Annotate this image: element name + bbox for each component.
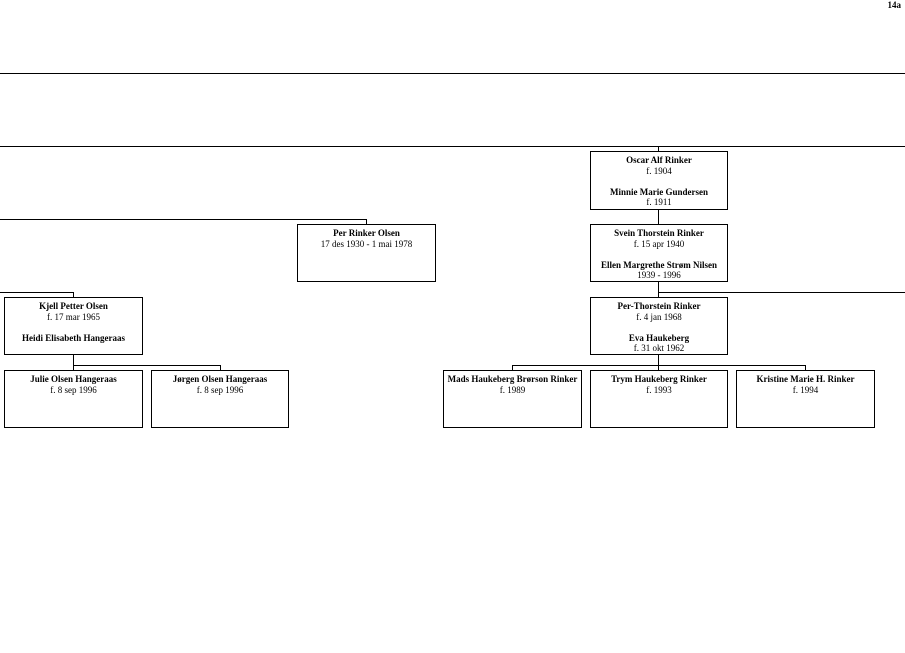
connector-line bbox=[658, 146, 659, 152]
connector-line bbox=[805, 365, 806, 371]
person-name: Jørgen Olsen Hangeraas bbox=[172, 374, 268, 384]
connector-line bbox=[658, 281, 659, 298]
header-rule-top bbox=[0, 73, 905, 74]
connector-line bbox=[658, 354, 659, 371]
connector-line bbox=[220, 365, 221, 371]
person-name: Svein Thorstein Rinker bbox=[614, 228, 704, 238]
person-name: Mads Haukeberg Brørson Rinker bbox=[447, 374, 578, 384]
spouse-name: Ellen Margrethe Strøm Nilsen bbox=[600, 259, 718, 270]
person-dates: 17 des 1930 - 1 mai 1978 bbox=[320, 238, 413, 249]
page-number: 14a bbox=[887, 0, 902, 10]
person-box-mads-haukeberg-brorson-rinker[interactable]: Mads Haukeberg Brørson Rinker f. 1989 bbox=[443, 370, 582, 428]
person-dates: f. 4 jan 1968 bbox=[636, 311, 682, 322]
person-name: Per-Thorstein Rinker bbox=[617, 301, 701, 311]
spouse-name: Eva Haukeberg bbox=[628, 332, 690, 343]
person-name: Kjell Petter Olsen bbox=[39, 301, 108, 311]
spouse-name: Heidi Elisabeth Hangeraas bbox=[21, 332, 125, 343]
person-box-oscar-alf-rinker[interactable]: Oscar Alf Rinker f. 1904 Minnie Marie Gu… bbox=[590, 151, 728, 210]
person-dates: f. 1989 bbox=[499, 384, 526, 395]
connector-line bbox=[0, 292, 74, 293]
spouse-dates: 1939 - 1996 bbox=[637, 270, 681, 280]
person-dates: f. 1993 bbox=[646, 384, 672, 395]
connector-line bbox=[658, 292, 905, 293]
connector-line bbox=[366, 219, 367, 225]
person-box-jorgen-olsen-hangeraas[interactable]: Jørgen Olsen Hangeraas f. 8 sep 1996 bbox=[151, 370, 289, 428]
person-name: Kristine Marie H. Rinker bbox=[756, 374, 855, 384]
header-rule-bottom bbox=[0, 146, 905, 147]
person-box-julie-olsen-hangeraas[interactable]: Julie Olsen Hangeraas f. 8 sep 1996 bbox=[4, 370, 143, 428]
person-box-per-thorstein-rinker[interactable]: Per-Thorstein Rinker f. 4 jan 1968 Eva H… bbox=[590, 297, 728, 355]
connector-line bbox=[512, 365, 806, 366]
connector-line bbox=[0, 219, 367, 220]
person-dates: f. 1904 bbox=[646, 165, 672, 176]
person-box-kjell-petter-olsen[interactable]: Kjell Petter Olsen f. 17 mar 1965 Heidi … bbox=[4, 297, 143, 355]
connector-line bbox=[658, 209, 659, 225]
person-box-per-rinker-olsen[interactable]: Per Rinker Olsen 17 des 1930 - 1 mai 197… bbox=[297, 224, 436, 282]
connector-line bbox=[73, 354, 74, 371]
person-name: Per Rinker Olsen bbox=[333, 228, 400, 238]
person-name: Julie Olsen Hangeraas bbox=[30, 374, 117, 384]
person-box-kristine-marie-h-rinker[interactable]: Kristine Marie H. Rinker f. 1994 bbox=[736, 370, 875, 428]
person-box-svein-thorstein-rinker[interactable]: Svein Thorstein Rinker f. 15 apr 1940 El… bbox=[590, 224, 728, 282]
spouse-dates: f. 31 okt 1962 bbox=[633, 343, 685, 353]
person-dates: f. 1994 bbox=[792, 384, 819, 395]
person-dates: f. 8 sep 1996 bbox=[196, 384, 244, 395]
person-name: Oscar Alf Rinker bbox=[626, 155, 692, 165]
connector-line bbox=[73, 365, 221, 366]
person-name: Trym Haukeberg Rinker bbox=[611, 374, 707, 384]
connector-line bbox=[73, 292, 74, 298]
person-box-trym-haukeberg-rinker[interactable]: Trym Haukeberg Rinker f. 1993 bbox=[590, 370, 728, 428]
person-dates: f. 17 mar 1965 bbox=[47, 311, 100, 322]
spouse-dates: f. 1911 bbox=[646, 197, 672, 207]
person-dates: f. 15 apr 1940 bbox=[633, 238, 685, 249]
person-dates: f. 8 sep 1996 bbox=[50, 384, 97, 395]
connector-line bbox=[512, 365, 513, 371]
spouse-name: Minnie Marie Gundersen bbox=[610, 186, 708, 197]
